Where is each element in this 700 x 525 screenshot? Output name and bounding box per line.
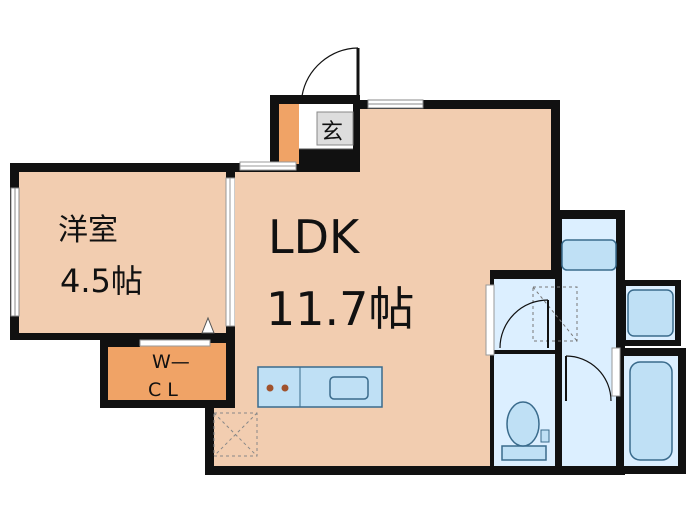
- front-door[interactable]: [298, 47, 362, 97]
- toilet: [501, 401, 550, 461]
- ldk-room-size: 11.7帖: [266, 282, 414, 336]
- stove-burner-right: [281, 384, 289, 392]
- western-room: [19, 172, 226, 333]
- closet-door-marker: [201, 316, 215, 334]
- kitchen-sink: [329, 376, 369, 400]
- entrance-floor: [279, 104, 299, 164]
- washroom-door-swing: [499, 299, 549, 349]
- closet-label-line1: W—: [152, 351, 190, 373]
- washing-machine-space: [532, 286, 578, 342]
- kitchen-counter: [257, 366, 383, 408]
- western-room-name: 洋室: [58, 213, 118, 248]
- western-room-size: 4.5帖: [60, 262, 143, 300]
- refrigerator-space: [213, 412, 258, 457]
- bathtub: [629, 361, 673, 461]
- bathroom-door-swing: [565, 355, 612, 402]
- entrance-label: 玄: [321, 120, 343, 145]
- ldk-room-name: LDK: [268, 210, 361, 264]
- walk-in-closet: [108, 343, 226, 400]
- wash-basin: [561, 239, 617, 271]
- closet-label-line2: C L: [148, 379, 178, 401]
- entrance-label-box: [316, 111, 354, 146]
- washroom: [494, 279, 555, 352]
- stove-burner-left: [266, 384, 274, 392]
